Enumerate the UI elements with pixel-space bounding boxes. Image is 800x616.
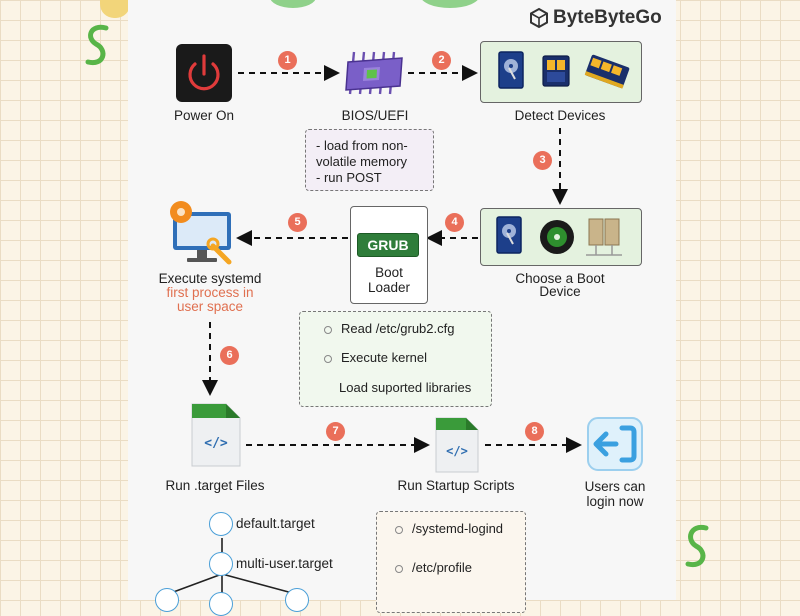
tree-label-default-target: default.target bbox=[236, 516, 315, 531]
script-text: /etc/profile bbox=[412, 560, 472, 575]
grub-note-text: Execute kernel bbox=[341, 350, 427, 365]
code-glyph: </> bbox=[204, 436, 228, 451]
script-text: /systemd-logind bbox=[412, 521, 504, 536]
disc-icon bbox=[540, 220, 574, 254]
power-button-icon bbox=[176, 44, 232, 102]
systemd-title: Execute systemd bbox=[158, 271, 262, 286]
startup-scripts-label: Run Startup Scripts bbox=[397, 478, 515, 493]
decorative-blob bbox=[270, 0, 316, 8]
server-icon bbox=[586, 218, 622, 256]
hard-drive-icon bbox=[496, 216, 522, 254]
bytebytego-logo-icon bbox=[530, 7, 548, 29]
bios-notes-box: - load from non- volatile memory - run P… bbox=[305, 129, 434, 191]
login-label-line: Users can bbox=[584, 479, 646, 494]
boot-loader-label-line: Boot bbox=[375, 265, 403, 280]
detect-devices-label: Detect Devices bbox=[514, 108, 606, 123]
boot-device-label-line: Device bbox=[539, 284, 581, 299]
boot-loader-label: Boot Loader bbox=[351, 265, 427, 295]
systemd-label: Execute systemd first process in user sp… bbox=[140, 272, 280, 314]
step-badge: 8 bbox=[525, 422, 544, 441]
target-tree-lines bbox=[167, 538, 297, 600]
detect-devices-box bbox=[480, 41, 642, 103]
grub-note-text: Read /etc/grub2.cfg bbox=[341, 321, 455, 336]
step-badge: 3 bbox=[533, 151, 552, 170]
boot-device-box bbox=[480, 208, 642, 266]
step-badge: 1 bbox=[278, 51, 297, 70]
step-badge: 2 bbox=[432, 51, 451, 70]
systemd-monitor-icon bbox=[170, 201, 232, 265]
tree-node-child bbox=[209, 592, 233, 616]
step-badge: 7 bbox=[326, 422, 345, 441]
step-badge: 4 bbox=[445, 213, 464, 232]
systemd-subtitle-line: first process in bbox=[166, 285, 254, 300]
boot-device-label: Choose a Boot Device bbox=[480, 271, 640, 299]
code-glyph: </> bbox=[446, 444, 468, 458]
bios-label: BIOS/UEFI bbox=[341, 108, 409, 123]
grub-note-item: Read /etc/grub2.cfg bbox=[324, 321, 454, 336]
login-icon bbox=[587, 417, 643, 471]
tree-node-multi-user-target bbox=[209, 552, 233, 576]
grub-logo: GRUB bbox=[357, 233, 419, 257]
login-label-line: login now bbox=[586, 494, 644, 509]
script-item: /systemd-logind bbox=[395, 521, 503, 536]
startup-scripts-box: /systemd-logind /etc/profile bbox=[376, 511, 526, 613]
bios-note-line: - load from non- bbox=[316, 138, 408, 153]
boot-loader-box: GRUB Boot Loader bbox=[350, 206, 428, 304]
login-label: Users can login now bbox=[568, 479, 662, 509]
memory-chip-icon bbox=[542, 55, 570, 87]
grub-note-text: Load suported libraries bbox=[339, 380, 472, 395]
brand: ByteByteGo bbox=[528, 6, 662, 30]
target-file-icon: </> bbox=[190, 400, 242, 468]
decorative-blob bbox=[100, 0, 130, 18]
grub-notes-box: Read /etc/grub2.cfg Execute kernel Load … bbox=[299, 311, 492, 407]
decorative-s-icon-right bbox=[685, 524, 709, 568]
systemd-subtitle-line: user space bbox=[176, 299, 244, 314]
tree-node-child bbox=[155, 588, 179, 612]
boot-loader-label-line: Loader bbox=[367, 280, 411, 295]
grub-note-item: Execute kernel bbox=[324, 350, 427, 365]
ram-stick-icon bbox=[584, 54, 630, 89]
decorative-s-icon-left bbox=[85, 24, 109, 66]
tree-node-child bbox=[285, 588, 309, 612]
step-badge: 6 bbox=[220, 346, 239, 365]
startup-script-icon: </> bbox=[434, 414, 480, 474]
step-badge: 5 bbox=[288, 213, 307, 232]
bios-note-line: volatile memory bbox=[316, 154, 408, 169]
tree-label-multi-user-target: multi-user.target bbox=[236, 556, 333, 571]
decorative-blob bbox=[420, 0, 480, 8]
tree-node-default-target bbox=[209, 512, 233, 536]
power-on-label: Power On bbox=[173, 108, 235, 123]
flow-arrows bbox=[202, 65, 582, 453]
target-files-label: Run .target Files bbox=[165, 478, 265, 493]
script-item: /etc/profile bbox=[395, 560, 472, 575]
bios-note-line: - run POST bbox=[316, 170, 382, 185]
boot-device-label-line: Choose a Boot bbox=[515, 271, 605, 286]
grub-note-item: Load suported libraries bbox=[339, 380, 471, 395]
bios-chip-icon bbox=[345, 51, 403, 95]
brand-name: ByteByteGo bbox=[553, 7, 662, 28]
